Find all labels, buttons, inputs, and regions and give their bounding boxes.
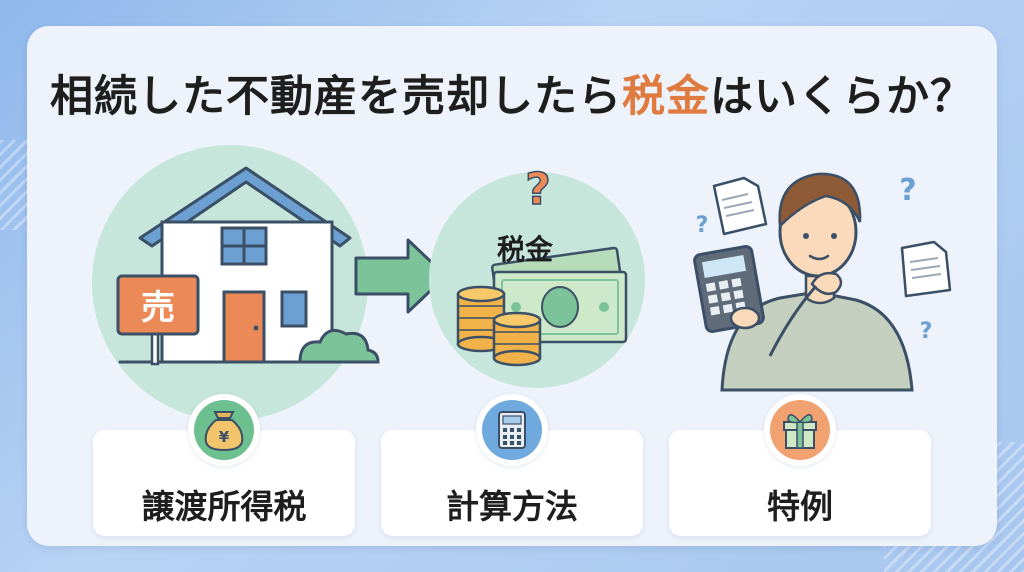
tax-money-illustration: ? (429, 163, 645, 388)
label-text: 特例 (767, 487, 833, 526)
svg-text:?: ? (920, 319, 933, 344)
svg-text:?: ? (696, 213, 709, 238)
svg-text:?: ? (525, 164, 551, 215)
calculator-icon (693, 245, 765, 333)
calculator-icon-circle (476, 394, 548, 466)
tax-label: 税金 (497, 233, 554, 266)
label-text: 計算方法 (446, 487, 578, 526)
title-text: 相続した不動産を売却したら (50, 72, 622, 122)
label-text: 譲渡所得税 (141, 487, 307, 526)
thinking-man-illustration: ? ? ? (693, 172, 952, 392)
svg-text:?: ? (899, 173, 916, 208)
title-text-end: はいくらか？ (710, 72, 974, 122)
money-bag-icon-circle: ¥ (188, 394, 260, 466)
title-accent: 税金 (622, 72, 710, 122)
money-bag-icon: ¥ (204, 411, 244, 452)
document-icon-2 (900, 240, 952, 298)
gift-icon-circle (764, 394, 836, 466)
sale-sign-text: 売 (141, 288, 175, 328)
house-illustration (92, 145, 380, 421)
arrow-right-icon (354, 238, 448, 314)
label-card-capital-gains-tax: 譲渡所得税 (93, 430, 355, 536)
gift-icon (783, 414, 817, 449)
calculator-icon (498, 411, 526, 449)
svg-text:¥: ¥ (219, 428, 230, 446)
document-icon (712, 176, 768, 236)
page-title: 相続した不動産を売却したら税金はいくらか？ (0, 62, 1024, 124)
